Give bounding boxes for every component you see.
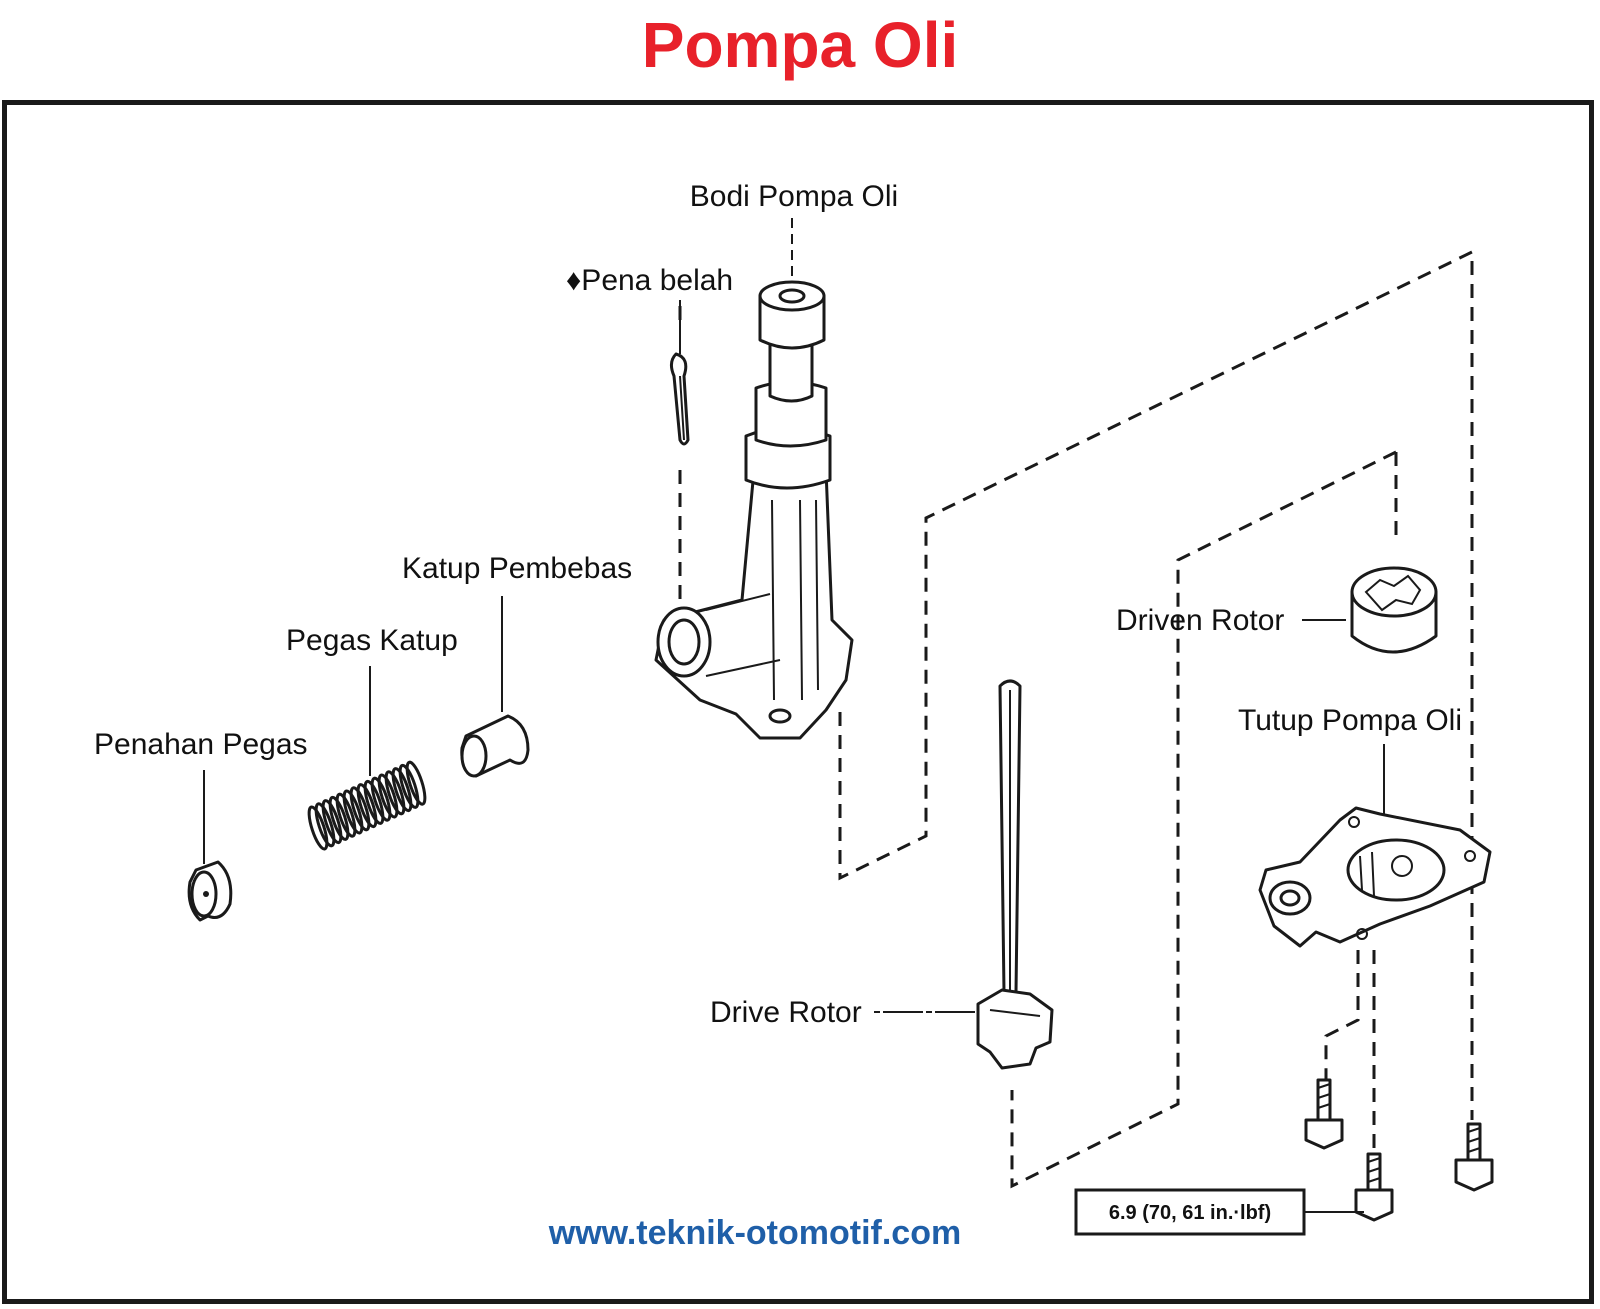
label-katup-pembebas: Katup Pembebas xyxy=(402,552,632,585)
spring-coil xyxy=(314,802,336,848)
bolt-middle xyxy=(1354,1152,1394,1222)
label-pena-belah: ♦Pena belah xyxy=(566,264,733,297)
leader-lines xyxy=(203,218,1385,1213)
label-pegas-katup: Pegas Katup xyxy=(286,624,458,657)
oil-pump-cover-part xyxy=(1258,806,1492,948)
website-url: www.teknik-otomotif.com xyxy=(548,1214,962,1252)
driven-rotor-part xyxy=(1350,566,1438,654)
bolt-left xyxy=(1304,1078,1344,1150)
spring-coil xyxy=(349,786,371,832)
spring-coil xyxy=(370,776,392,822)
label-penahan-pegas: Penahan Pegas xyxy=(94,728,308,761)
spring-coil xyxy=(307,805,329,851)
spring-coil xyxy=(342,789,364,835)
spring-coil xyxy=(377,773,399,819)
split-pin-part xyxy=(669,352,690,446)
spring-retainer-part xyxy=(187,860,233,922)
assembly-guide-lines xyxy=(678,249,1474,1189)
oil-pump-body-part xyxy=(654,280,854,740)
spring-coil xyxy=(398,763,420,809)
label-tutup-pompa-oli: Tutup Pompa Oli xyxy=(1238,704,1462,737)
spring-coil xyxy=(405,760,427,806)
label-driven-rotor: Driven Rotor xyxy=(1116,604,1284,637)
torque-spec-text: 6.9 (70, 61 in.·lbf) xyxy=(1109,1202,1271,1224)
spring-coil xyxy=(384,770,406,816)
relief-valve-part xyxy=(460,714,530,778)
spring-coil xyxy=(335,792,357,838)
page-title: Pompa Oli xyxy=(641,9,959,81)
spring-coil xyxy=(321,799,343,845)
diagram-frame xyxy=(2,100,1594,1304)
label-bodi-pompa-oli: Bodi Pompa Oli xyxy=(690,180,898,213)
valve-spring-part xyxy=(307,760,427,851)
spring-coil xyxy=(356,783,378,829)
spring-coil xyxy=(363,779,385,825)
spring-coil xyxy=(391,767,413,813)
torque-spec-box: 6.9 (70, 61 in.·lbf) xyxy=(1074,1188,1306,1236)
bolt-right xyxy=(1454,1122,1494,1192)
label-drive-rotor: Drive Rotor xyxy=(710,996,862,1029)
spring-coil xyxy=(328,795,350,841)
drive-rotor-part xyxy=(976,679,1054,1070)
